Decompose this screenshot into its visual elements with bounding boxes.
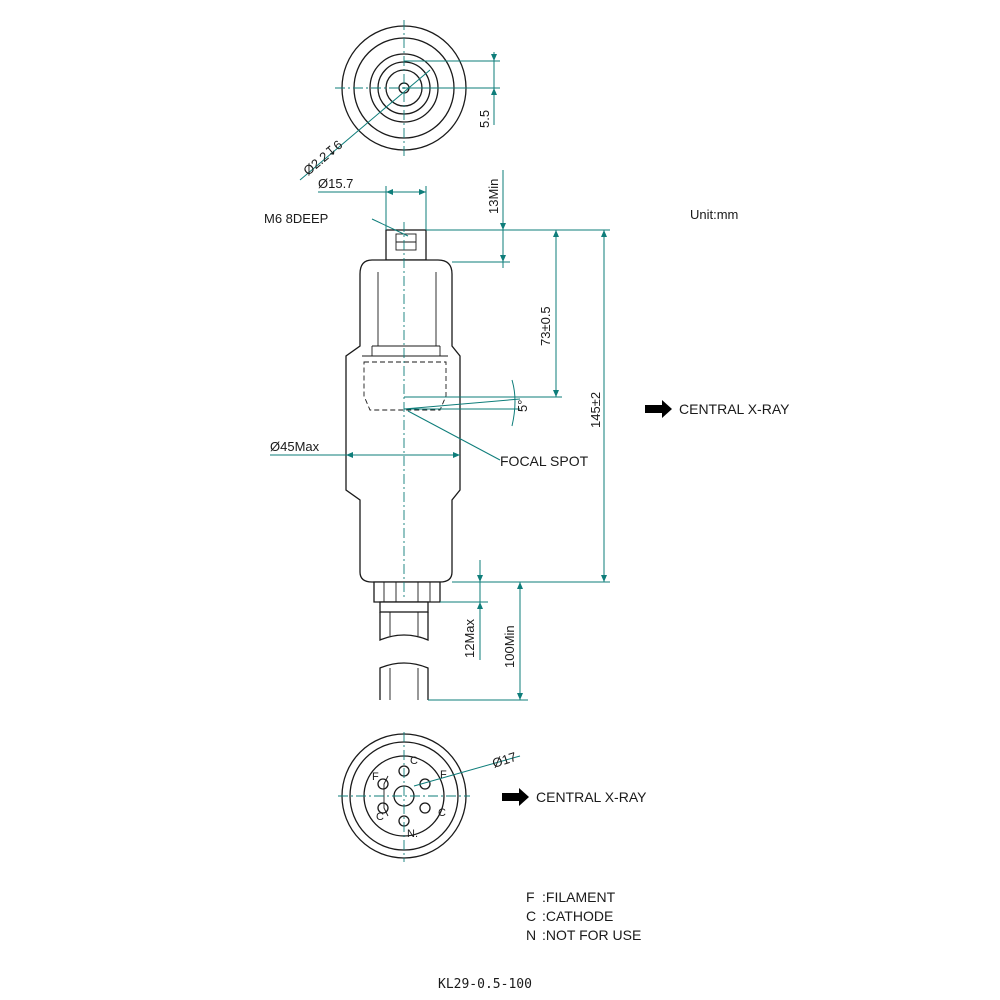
dim-145 <box>452 230 610 583</box>
pin-hole <box>419 802 431 814</box>
cable-upper <box>379 612 429 641</box>
pin-label: F <box>372 771 379 783</box>
bottom-end-view <box>338 732 521 862</box>
pin-label: C <box>376 811 384 823</box>
anode-stud <box>385 229 427 261</box>
dia-45-label: Ø45Max <box>270 439 320 454</box>
legend-desc: :FILAMENT <box>542 889 616 905</box>
pin-hole <box>377 778 389 790</box>
anode-target <box>363 361 447 411</box>
central-xray-label: CENTRAL X-RAY <box>536 789 647 805</box>
top-end-view <box>299 20 500 181</box>
max-12-label: 12Max <box>462 618 477 658</box>
thread-label: M6 8DEEP <box>264 211 328 226</box>
min-13-label: 13Min <box>486 179 501 214</box>
dia-15-7-label: Ø15.7 <box>318 176 353 191</box>
cable-top <box>379 601 429 613</box>
central-xray-arrow-icon <box>502 788 529 806</box>
dim-12-max <box>440 560 488 660</box>
cable-lower <box>379 662 429 700</box>
central-xray-label: CENTRAL X-RAY <box>679 401 790 417</box>
legend-key: F <box>526 889 535 905</box>
dim-100-min <box>428 582 528 701</box>
min-100-label: 100Min <box>502 625 517 668</box>
angle-label: 5° <box>515 400 530 412</box>
legend-desc: :CATHODE <box>542 908 613 924</box>
legend-desc: :NOT FOR USE <box>542 927 641 943</box>
legend-key: C <box>526 908 536 924</box>
dia-17-leader <box>413 755 521 787</box>
dim-dia-15-7 <box>318 186 427 230</box>
pin-label: N. <box>407 828 418 840</box>
offset-dim-label: 5.5 <box>477 110 492 128</box>
len-145-label: 145±2 <box>588 392 603 428</box>
side-view <box>345 222 461 700</box>
pin-label: C <box>410 755 418 767</box>
dim-73 <box>404 230 562 398</box>
pin-label: C <box>438 807 446 819</box>
dim-13-min <box>426 170 610 268</box>
dim-dia-45 <box>270 452 460 458</box>
focal-spot-label: FOCAL SPOT <box>500 453 589 469</box>
dim-angle <box>403 379 521 427</box>
pin-legend: F :FILAMENT C :CATHODE N :NOT FOR USE <box>526 889 641 943</box>
central-xray-arrow-icon <box>645 400 672 418</box>
thread-leader <box>371 218 409 237</box>
tube-envelope <box>345 259 461 583</box>
hole-dim-label: Ø2.2↧6 <box>300 137 345 178</box>
unit-label: Unit:mm <box>690 207 738 222</box>
dia-17-label: Ø17 <box>490 749 518 771</box>
model-label: KL29-0.5-100 <box>438 977 532 992</box>
len-73-label: 73±0.5 <box>538 306 553 346</box>
legend-key: N <box>526 927 536 943</box>
focal-leader <box>407 410 501 461</box>
pin-label: F <box>440 769 447 781</box>
